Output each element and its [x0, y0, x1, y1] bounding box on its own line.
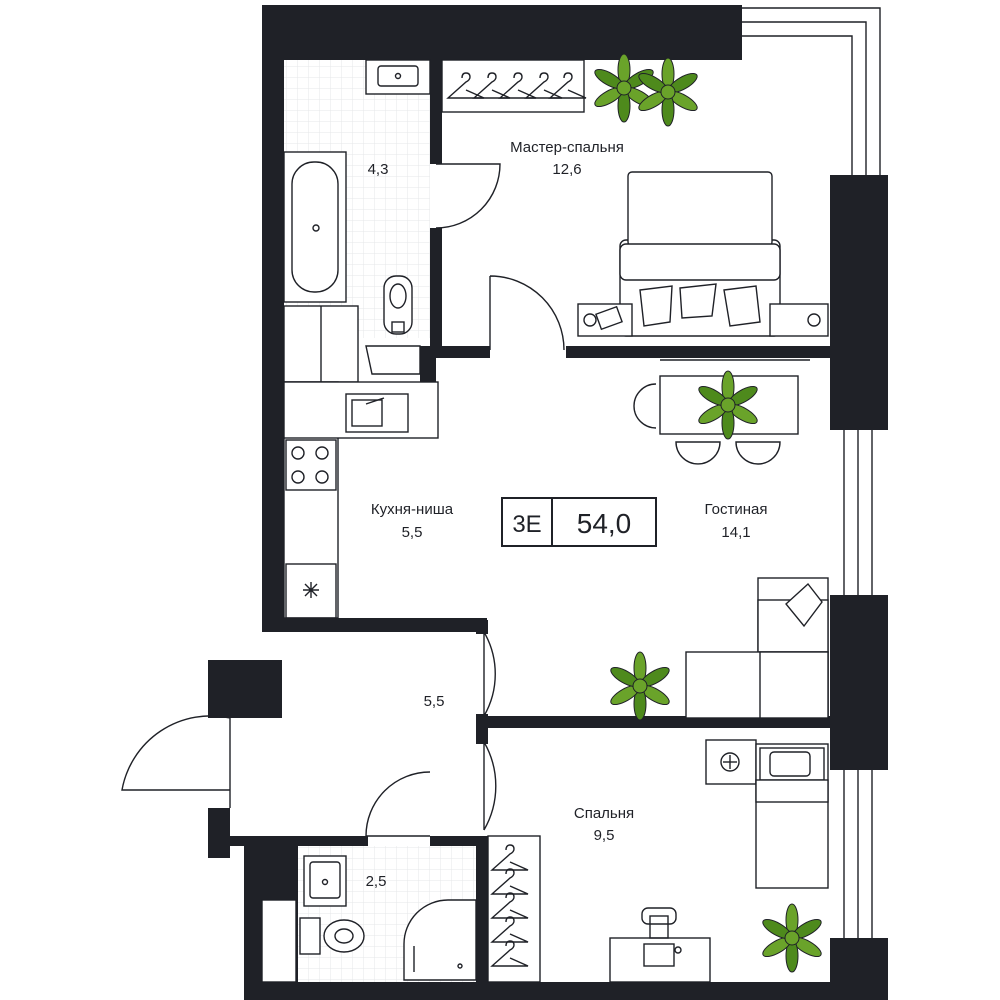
washer-icon: [705, 739, 757, 785]
door-icon: [489, 275, 565, 351]
living-room-furniture: [607, 370, 829, 721]
master-bedroom-furniture: [441, 53, 829, 361]
desk-icon: [609, 907, 711, 983]
bedroom-name: Спальня: [574, 805, 634, 822]
door-icon: [365, 771, 431, 837]
chair-icon: [675, 441, 721, 465]
wardrobe: [487, 835, 541, 983]
unit-badge: 3E 54,0: [501, 497, 657, 547]
bathtub-icon: [283, 151, 347, 303]
kitchen-furniture: [283, 381, 439, 619]
sink-icon: [365, 59, 431, 95]
walls: [208, 5, 888, 1000]
plant-icon: [635, 57, 701, 127]
fridge-icon: [285, 563, 337, 619]
door-icon: [483, 631, 496, 717]
doors: [121, 163, 565, 837]
hallway-area: 5,5: [424, 693, 445, 710]
sink-icon: [345, 393, 409, 433]
master-bedroom-area: 12,6: [552, 161, 581, 178]
plant-icon: [759, 903, 825, 973]
shower-icon: [403, 899, 477, 981]
chair-icon: [735, 441, 781, 465]
bathroom-main: [283, 59, 431, 383]
bed-icon: [755, 743, 829, 889]
sofa-icon: [685, 577, 829, 719]
windows: [742, 7, 881, 938]
bathroom-main-area: 4,3: [368, 161, 389, 178]
bed-icon: [577, 171, 829, 361]
living-room-name: Гостиная: [705, 501, 768, 518]
plant-icon: [591, 53, 657, 123]
master-bedroom-name: Мастер-спальня: [510, 139, 624, 156]
kitchen-area: 5,5: [402, 524, 423, 541]
stove-icon: [285, 439, 337, 491]
unit-type: 3E: [512, 511, 541, 538]
unit-total-area: 54,0: [577, 508, 632, 539]
door-icon: [483, 741, 497, 831]
living-room-area: 14,1: [721, 524, 750, 541]
toilet-icon: [299, 917, 365, 955]
bathroom-small: [261, 855, 477, 983]
chair-icon: [633, 383, 657, 429]
kitchen-name: Кухня-ниша: [371, 501, 454, 518]
door-icon: [121, 715, 231, 808]
door-icon: [435, 163, 501, 229]
bedroom-area: 9,5: [594, 827, 615, 844]
bedroom-furniture: [487, 739, 829, 983]
plant-icon: [607, 651, 673, 721]
bathroom-small-area: 2,5: [366, 873, 387, 890]
room-labels: 4,3 Мастер-спальня 12,6 Кухня-ниша 5,5 Г…: [366, 139, 768, 890]
